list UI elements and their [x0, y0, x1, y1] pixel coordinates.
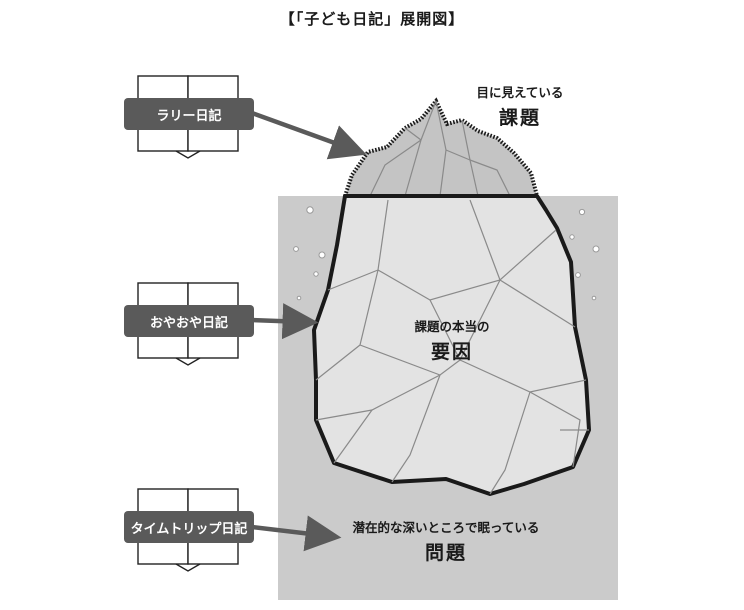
caption-visible-issue: 目に見えている 課題: [460, 82, 580, 130]
caption-latent-problem-small: 潜在的な深いところで眠っている: [352, 520, 540, 535]
caption-latent-problem-big: 問題: [424, 542, 467, 564]
caption-latent-problem: 潜在的な深いところで眠っている 問題: [336, 517, 556, 565]
iceberg-tip: [345, 101, 537, 196]
iceberg-body-facets: [315, 199, 589, 495]
caption-visible-issue-small: 目に見えている: [476, 85, 564, 100]
iceberg-body: [312, 194, 591, 496]
caption-true-cause-big: 要因: [430, 341, 473, 363]
caption-true-cause-small: 課題の本当の: [414, 319, 490, 334]
caption-visible-issue-big: 課題: [498, 107, 541, 129]
iceberg-tip-facets: [369, 100, 511, 197]
bubble-icon: [293, 206, 600, 301]
diary-label-rally: ラリー日記: [124, 98, 254, 130]
arrow-right-icon: [251, 110, 367, 552]
diary-label-timetrip: タイムトリップ日記: [124, 511, 254, 543]
diagram-title: 【「子ども日記」展開図】: [279, 10, 465, 28]
iceberg-tip-outline: [343, 97, 539, 197]
caption-true-cause: 課題の本当の 要因: [392, 316, 512, 364]
diary-label-oyaoya: おやおや日記: [124, 305, 254, 337]
